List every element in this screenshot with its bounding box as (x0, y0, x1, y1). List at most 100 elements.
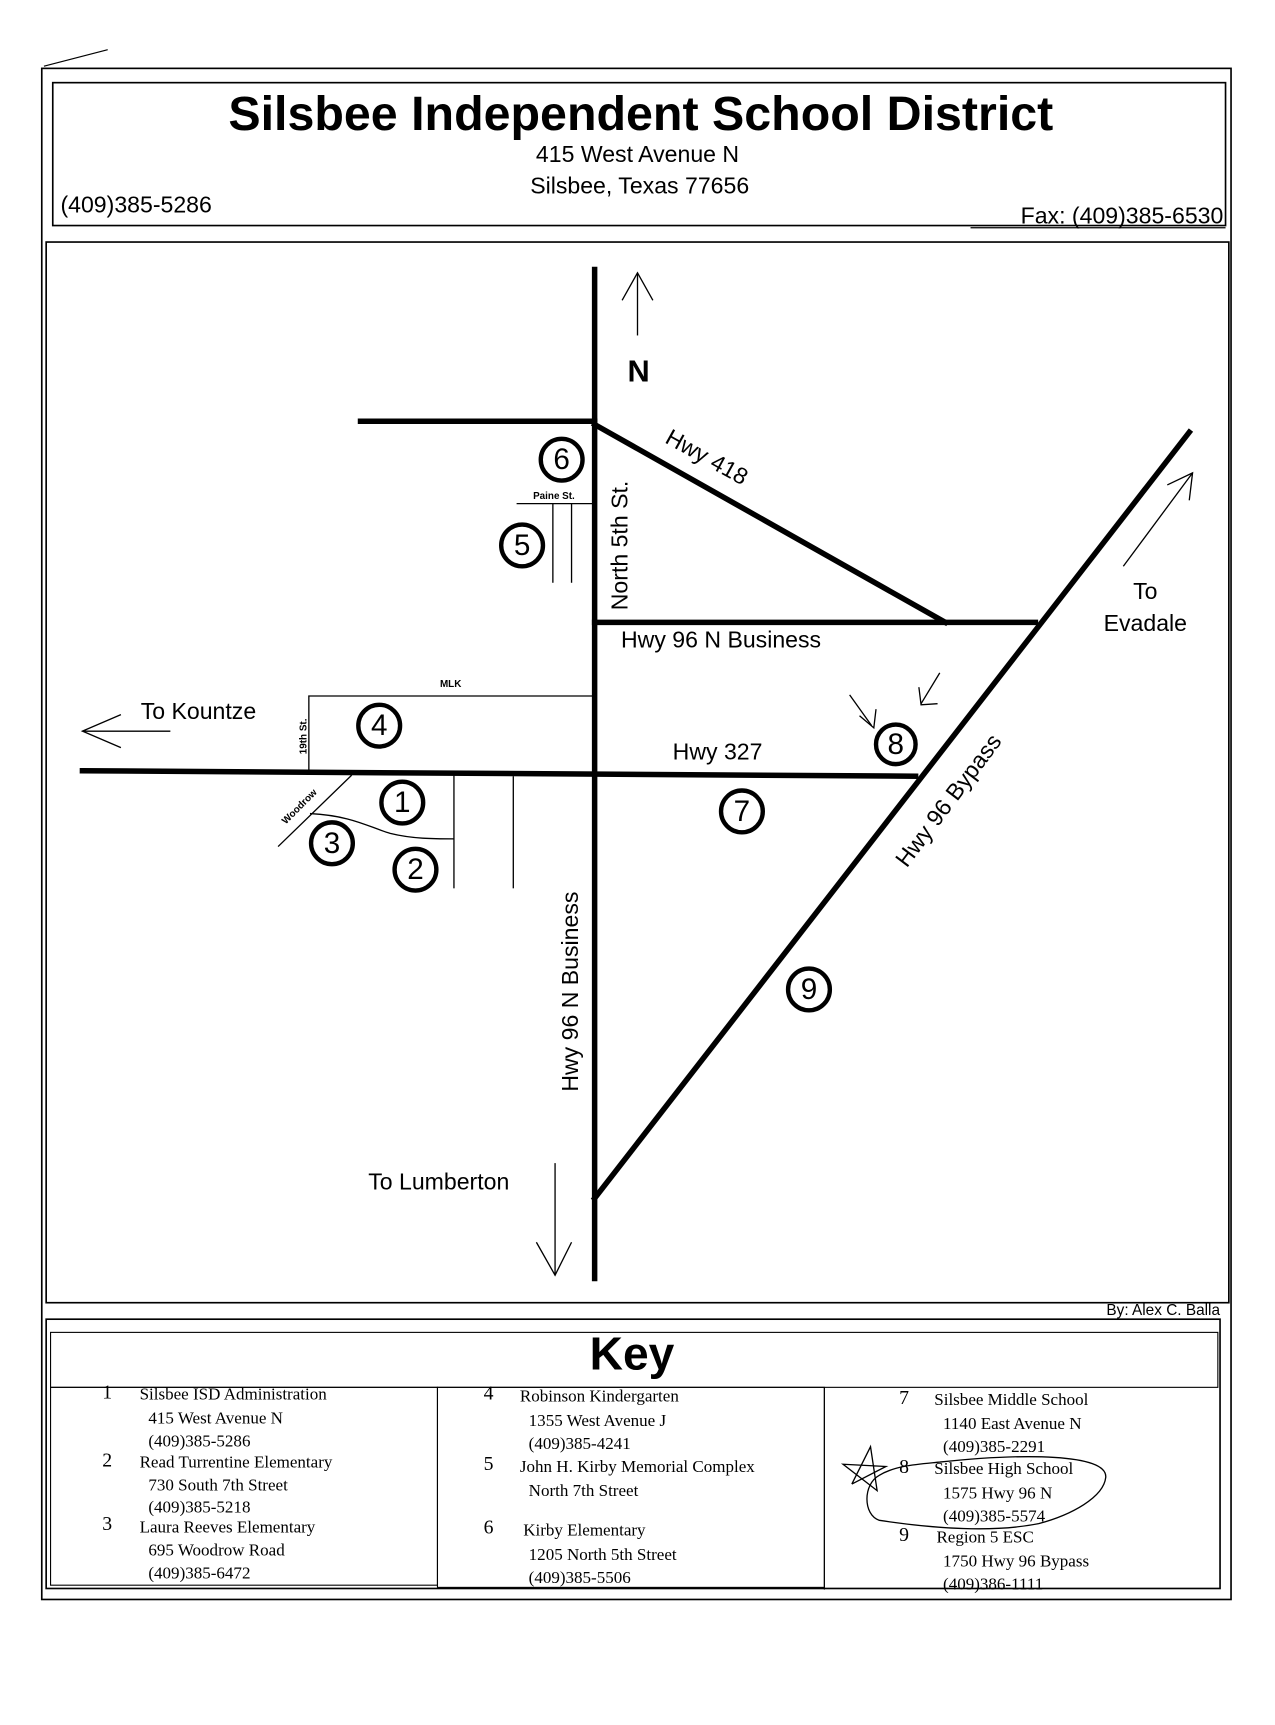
label-woodrow: Woodrow (280, 787, 320, 827)
entry-phone: (409)386-1111 (943, 1575, 1043, 1594)
fax-number: Fax: (409)385-6530 (1021, 202, 1224, 228)
entry-phone: (409)385-4241 (529, 1434, 631, 1453)
key-entry-3: 3 Laura Reeves Elementary 695 Woodrow Ro… (102, 1513, 316, 1582)
key-entry-7: 7 Silsbee Middle School 1140 East Avenue… (899, 1387, 1089, 1456)
address-line1: 415 West Avenue N (536, 141, 739, 167)
to-kountze-label: To Kountze (141, 698, 256, 724)
key-entry-5: 5 John H. Kirby Memorial Complex North 7… (484, 1453, 756, 1500)
outer-border (40, 67, 1232, 1601)
label-mlk: MLK (440, 679, 462, 690)
entry-name: Read Turrentine Elementary (140, 1453, 333, 1472)
entry-number: 1 (102, 1381, 112, 1403)
to-evadale-label-2: Evadale (1104, 610, 1187, 636)
arrow-down-icon (535, 1163, 573, 1277)
road-hwy96-bypass (590, 428, 1194, 1203)
marker-number: 6 (553, 443, 570, 476)
entry-address: 1575 Hwy 96 N (943, 1483, 1052, 1502)
handwritten-star-icon (840, 1444, 889, 1493)
marker-number: 3 (324, 827, 341, 860)
entry-address: 1750 Hwy 96 Bypass (943, 1551, 1089, 1570)
entry-phone: (409)385-5506 (529, 1568, 631, 1587)
north-label: N (627, 354, 649, 389)
entry-address: 1355 West Avenue J (529, 1411, 667, 1430)
marker-number: 9 (801, 973, 818, 1006)
marker-7[interactable]: 7 (718, 788, 765, 835)
handwritten-arrows-icon (849, 672, 941, 730)
marker-number: 7 (734, 795, 751, 828)
header: Silsbee Independent School District 415 … (51, 81, 1227, 229)
label-hwy96-business-east: Hwy 96 N Business (621, 627, 821, 653)
marker-5[interactable]: 5 (499, 522, 546, 569)
entry-name: Kirby Elementary (523, 1521, 646, 1540)
entry-phone: (409)385-5218 (148, 1498, 250, 1517)
marker-6[interactable]: 6 (538, 436, 585, 483)
label-north-5th: North 5th St. (607, 481, 633, 611)
label-paine-st: Paine St. (533, 491, 575, 502)
key-legend: Key 1 Silsbee ISD Administration 415 Wes… (45, 1318, 1221, 1594)
road-hwy418 (590, 420, 950, 627)
label-hwy327: Hwy 327 (673, 739, 763, 765)
handwritten-circle-annotation (866, 1456, 1107, 1530)
key-entry-9: 9 Region 5 ESC 1750 Hwy 96 Bypass (409)3… (899, 1524, 1089, 1593)
map-box (45, 241, 1230, 1304)
marker-1[interactable]: 1 (379, 779, 426, 826)
header-box (51, 81, 1227, 227)
entry-name: Silsbee Middle School (934, 1390, 1088, 1409)
phone-number: (409)385-5286 (60, 191, 211, 217)
entry-name: Silsbee High School (934, 1459, 1073, 1478)
entry-name: Silsbee ISD Administration (140, 1384, 328, 1403)
to-lumberton-label: To Lumberton (368, 1168, 509, 1194)
marker-9[interactable]: 9 (785, 966, 833, 1013)
entry-number: 2 (102, 1449, 112, 1471)
entry-name: Robinson Kindergarten (520, 1387, 679, 1406)
key-entry-1: 1 Silsbee ISD Administration 415 West Av… (102, 1381, 327, 1450)
entry-address: 695 Woodrow Road (148, 1541, 285, 1560)
street-curve (309, 812, 454, 840)
arrow-northeast-icon (1122, 471, 1194, 567)
entry-address: 1140 East Avenue N (943, 1414, 1081, 1433)
marker-number: 4 (371, 709, 388, 742)
entry-address: 415 West Avenue N (148, 1409, 283, 1428)
marker-number: 1 (394, 786, 410, 819)
entry-phone: (409)385-6472 (148, 1564, 250, 1583)
street-woodrow (277, 774, 353, 848)
entry-number: 7 (899, 1387, 909, 1409)
label-19th-st: 19th St. (299, 718, 310, 754)
entry-address: 1205 North 5th Street (529, 1545, 677, 1564)
street-mlk-19th (308, 695, 595, 770)
arrow-left-icon (80, 714, 171, 749)
key-entry-2: 2 Read Turrentine Elementary 730 South 7… (102, 1449, 333, 1516)
address-line2: Silsbee, Texas 77656 (530, 173, 749, 199)
entry-number: 4 (484, 1382, 494, 1404)
entry-name: John H. Kirby Memorial Complex (520, 1457, 755, 1476)
label-hwy96-business-south: Hwy 96 N Business (557, 892, 583, 1092)
key-box (45, 1318, 1221, 1590)
key-title: Key (590, 1328, 675, 1380)
entry-number: 5 (484, 1453, 494, 1475)
entry-phone: (409)385-2291 (943, 1437, 1045, 1456)
north-arrow-icon (621, 271, 654, 336)
marker-number: 8 (888, 728, 905, 761)
marker-3[interactable]: 3 (308, 820, 356, 867)
to-evadale-label: To (1133, 578, 1157, 604)
entry-number: 3 (102, 1513, 112, 1535)
map: N To Kountze To Evadale To Lumberton Hwy… (45, 241, 1230, 1319)
marker-4[interactable]: 4 (356, 702, 403, 749)
map-credit: By: Alex C. Balla (1106, 1302, 1220, 1319)
marker-number: 5 (514, 529, 531, 562)
page-title: Silsbee Independent School District (228, 87, 1053, 141)
marker-8[interactable]: 8 (873, 722, 918, 767)
entry-name: Region 5 ESC (936, 1527, 1033, 1546)
entry-phone: (409)385-5574 (943, 1506, 1046, 1525)
key-entry-4: 4 Robinson Kindergarten 1355 West Avenue… (484, 1382, 680, 1452)
key-entry-6: 6 Kirby Elementary 1205 North 5th Street… (484, 1517, 677, 1587)
entry-number: 9 (899, 1524, 909, 1546)
entry-address: 730 South 7th Street (148, 1476, 288, 1495)
marker-2[interactable]: 2 (392, 846, 439, 893)
entry-address: North 7th Street (529, 1481, 639, 1500)
entry-name: Laura Reeves Elementary (140, 1517, 316, 1536)
scan-mark (43, 49, 108, 67)
road-hwy327 (79, 767, 919, 779)
marker-number: 2 (407, 853, 424, 886)
